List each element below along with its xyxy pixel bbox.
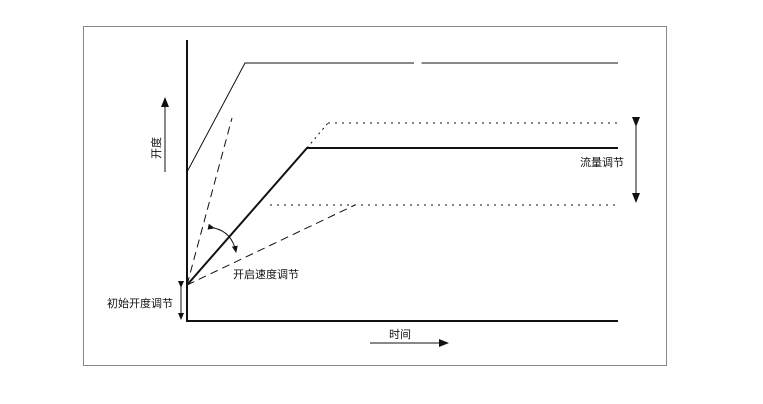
max-opening-curve xyxy=(186,62,618,173)
diagram-frame xyxy=(83,26,667,366)
initial-opening-label: 初始开度调节 xyxy=(107,296,173,310)
speed-regulation-arrow xyxy=(207,223,238,253)
upper-flow-limit xyxy=(306,122,329,149)
slow-opening-curve xyxy=(186,204,356,286)
y-axis-label: 开度 xyxy=(149,137,163,159)
opening-speed-label: 开启速度调节 xyxy=(233,267,299,281)
fast-opening-curve xyxy=(186,117,233,286)
main-opening-curve xyxy=(186,147,618,286)
x-axis-label: 时间 xyxy=(389,328,411,341)
flow-regulation-label: 流量调节 xyxy=(580,155,624,169)
